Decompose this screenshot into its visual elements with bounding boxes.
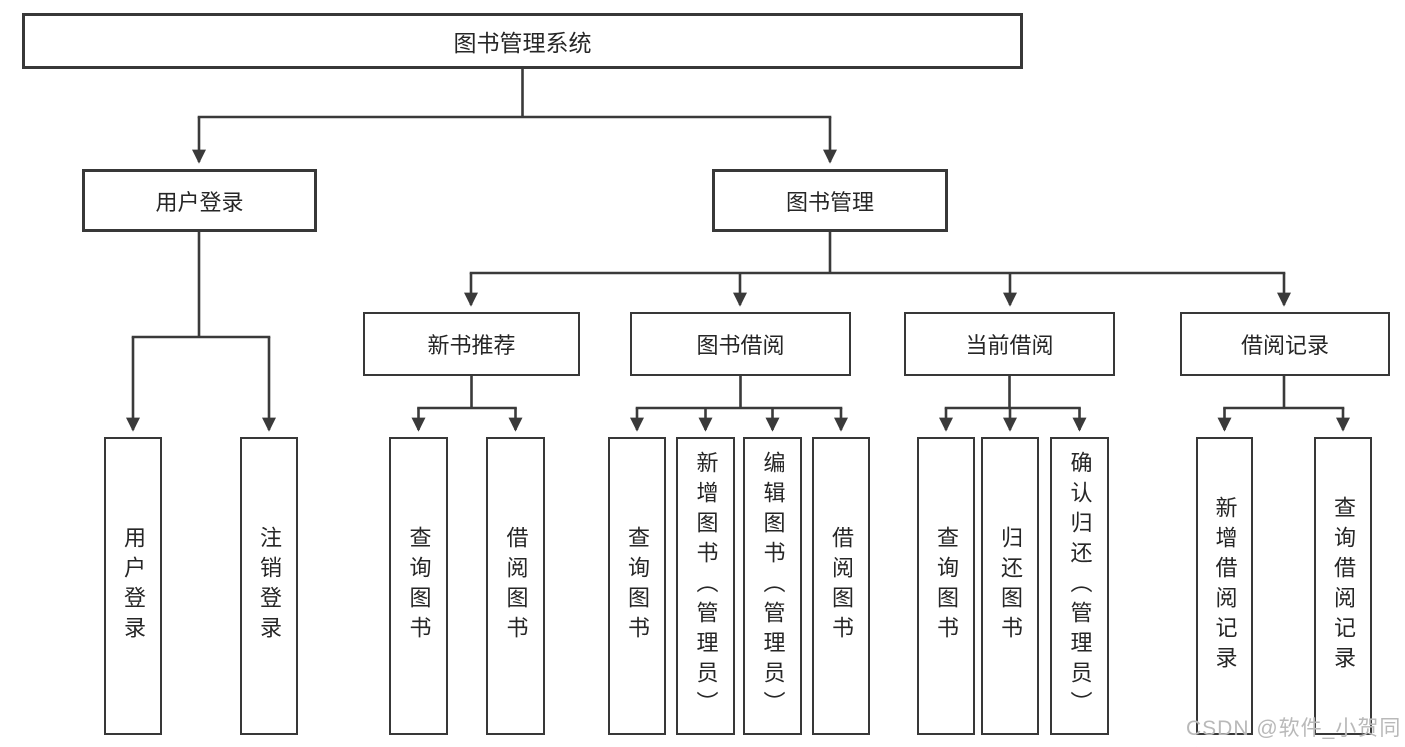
leaf-borrow-books: 借阅图书 [812,437,870,735]
leaf-confirm-return-admin: 确认归还（管理员） [1050,437,1109,735]
csdn-watermark: CSDN @软件_小贺同学 [1186,717,1402,740]
leaf-query-books-borrow: 查询图书 [608,437,666,735]
node-label: 借阅图书 [503,526,529,646]
node-label: 查询借阅记录 [1331,496,1356,676]
node-label: 编辑图书（管理员） [760,451,786,721]
node-label: 新书推荐 [427,333,516,358]
leaf-query-books-current: 查询图书 [917,437,975,735]
node-label: 借阅记录 [1240,333,1329,358]
leaf-return-book: 归还图书 [981,437,1039,735]
node-label: 新增图书（管理员） [693,451,719,721]
node-borrow-records: 借阅记录 [1180,312,1390,376]
leaf-logout: 注销登录 [240,437,298,735]
node-label: 确认归还（管理员） [1067,451,1093,721]
leaf-borrow-books-recommend: 借阅图书 [486,437,545,735]
node-book-management: 图书管理 [712,169,948,232]
node-label: 图书管理系统 [453,30,592,56]
node-label: 借阅图书 [829,526,854,646]
node-current-borrow: 当前借阅 [904,312,1115,376]
node-library-system: 图书管理系统 [22,13,1023,69]
node-label: 归还图书 [998,526,1023,646]
node-label: 用户登录 [155,189,244,215]
node-label: 查询图书 [934,526,959,646]
leaf-add-borrow-record: 新增借阅记录 [1196,437,1253,735]
node-label: 查询图书 [406,526,432,646]
leaf-add-book-admin: 新增图书（管理员） [676,437,735,735]
node-label: 查询图书 [625,526,650,646]
node-new-book-recommend: 新书推荐 [363,312,580,376]
leaf-query-borrow-record: 查询借阅记录 [1314,437,1372,735]
node-label: 注销登录 [257,526,282,646]
leaf-edit-book-admin: 编辑图书（管理员） [743,437,802,735]
node-user-login: 用户登录 [82,169,317,232]
node-label: 图书借阅 [696,333,785,358]
leaf-user-login: 用户登录 [104,437,162,735]
node-label: 当前借阅 [965,333,1054,358]
node-label: 用户登录 [121,526,146,646]
node-label: 新增借阅记录 [1212,496,1238,676]
node-label: 图书管理 [785,189,874,215]
node-book-borrow: 图书借阅 [630,312,851,376]
leaf-query-books-recommend: 查询图书 [389,437,448,735]
